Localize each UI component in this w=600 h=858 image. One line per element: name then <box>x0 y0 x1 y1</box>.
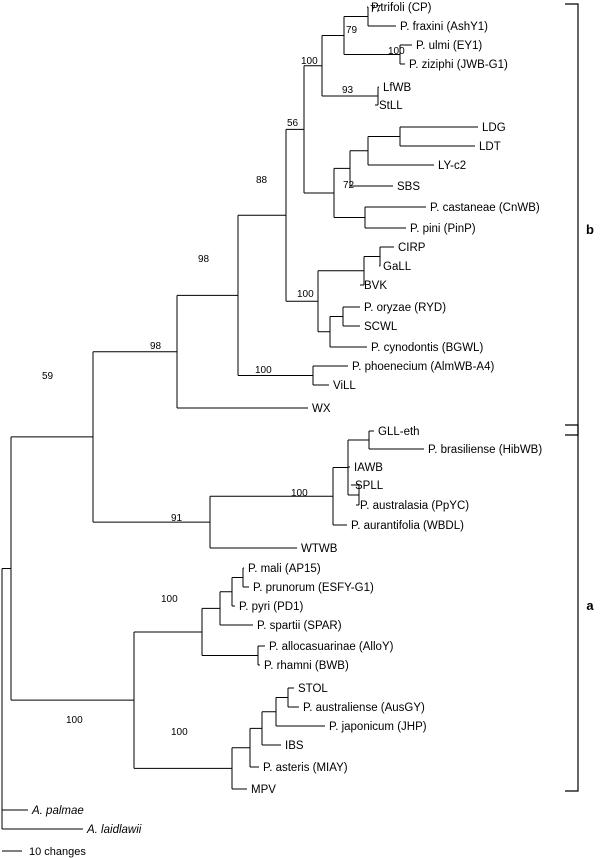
taxon-label: IAWB <box>354 462 383 474</box>
taxon-label: GLL-eth <box>378 426 420 438</box>
taxon-label: LfWB <box>383 82 411 94</box>
taxon-label: P. mali (AP15) <box>248 563 321 575</box>
support-value: 100 <box>297 289 314 300</box>
taxon-label: STOL <box>298 683 328 695</box>
taxon-label: P. prunorum (ESFY-G1) <box>253 582 374 594</box>
support-value: 91 <box>171 513 183 524</box>
support-value: 79 <box>346 25 358 36</box>
support-value: 56 <box>287 118 299 129</box>
support-value: 100 <box>388 46 405 57</box>
taxon-label: SCWL <box>364 321 398 333</box>
support-value: 100 <box>291 488 308 499</box>
taxon-label: P. australiense (AusGY) <box>303 702 425 714</box>
support-value: 93 <box>342 85 354 96</box>
support-value: 100 <box>171 727 188 738</box>
taxon-label: LDG <box>482 122 506 134</box>
support-value: 100 <box>255 365 272 376</box>
support-value: 77 <box>370 4 382 15</box>
taxon-label: MPV <box>251 784 276 796</box>
taxon-label: P. fraxini (AshY1) <box>400 21 488 33</box>
taxon-label: A. laidlawii <box>86 824 142 836</box>
taxon-label: P. oryzae (RYD) <box>364 302 446 314</box>
taxon-label: P.trifoli (CP) <box>371 2 432 14</box>
tree-branches <box>1 6 478 830</box>
support-value: 72 <box>343 180 355 191</box>
taxon-label: P. pini (PinP) <box>410 223 476 235</box>
taxon-label: SPLL <box>355 480 384 492</box>
taxon-label: GaLL <box>383 261 412 273</box>
clade-b-label: b <box>586 222 594 237</box>
support-value: 100 <box>301 56 318 67</box>
taxon-label: P. aurantifolia (WBDL) <box>351 520 464 532</box>
taxon-label: P. castaneae (CnWB) <box>430 202 540 214</box>
taxon-label: P. cynodontis (BGWL) <box>371 342 483 354</box>
taxon-label: A. palmae <box>31 805 84 817</box>
taxon-label: P. japonicum (JHP) <box>329 721 427 733</box>
taxon-label: LDT <box>479 141 501 153</box>
taxon-labels: P.trifoli (CP) P. fraxini (AshY1) P. ulmi … <box>31 2 542 836</box>
support-value: 100 <box>161 594 178 605</box>
taxon-label: ViLL <box>333 380 356 392</box>
taxon-label: P. pyri (PD1) <box>239 601 304 613</box>
taxon-label: P. brasiliense (HibWB) <box>428 444 542 456</box>
support-value: 100 <box>66 715 83 726</box>
support-value: 98 <box>198 254 210 265</box>
taxon-label: StLL <box>379 100 403 112</box>
clade-a-label: a <box>586 598 594 613</box>
taxon-label: P. allocasuarinae (AlloY) <box>269 641 394 653</box>
taxon-label: P. phoenecium (AlmWB-A4) <box>352 361 494 373</box>
taxon-label: CIRP <box>398 242 426 254</box>
taxon-label: P. australasia (PpYC) <box>360 500 469 512</box>
taxon-label: WX <box>312 403 331 415</box>
taxon-label: P. ulmi (EY1) <box>416 40 482 52</box>
clade-a-bracket <box>565 424 579 792</box>
support-value: 88 <box>256 175 268 186</box>
support-value: 59 <box>42 371 54 382</box>
taxon-label: P. asteris (MIAY) <box>263 762 348 774</box>
taxon-label: LY-c2 <box>438 160 466 172</box>
clade-brackets <box>565 3 579 792</box>
support-values: 77 79 100 100 93 56 72 88 100 98 98 100 59 100 91 100 10… <box>42 4 405 738</box>
support-value: 98 <box>150 341 162 352</box>
taxon-label: P. rhamni (BWB) <box>264 660 349 672</box>
taxon-label: P. spartii (SPAR) <box>257 620 342 632</box>
taxon-label: SBS <box>397 181 420 193</box>
taxon-label: BVK <box>364 280 387 292</box>
taxon-label: IBS <box>285 740 304 752</box>
clade-b-bracket <box>565 3 579 436</box>
taxon-label: WTWB <box>301 543 338 555</box>
scale-bar-label: 10 changes <box>29 846 86 858</box>
taxon-label: P. ziziphi (JWB-G1) <box>409 59 508 71</box>
